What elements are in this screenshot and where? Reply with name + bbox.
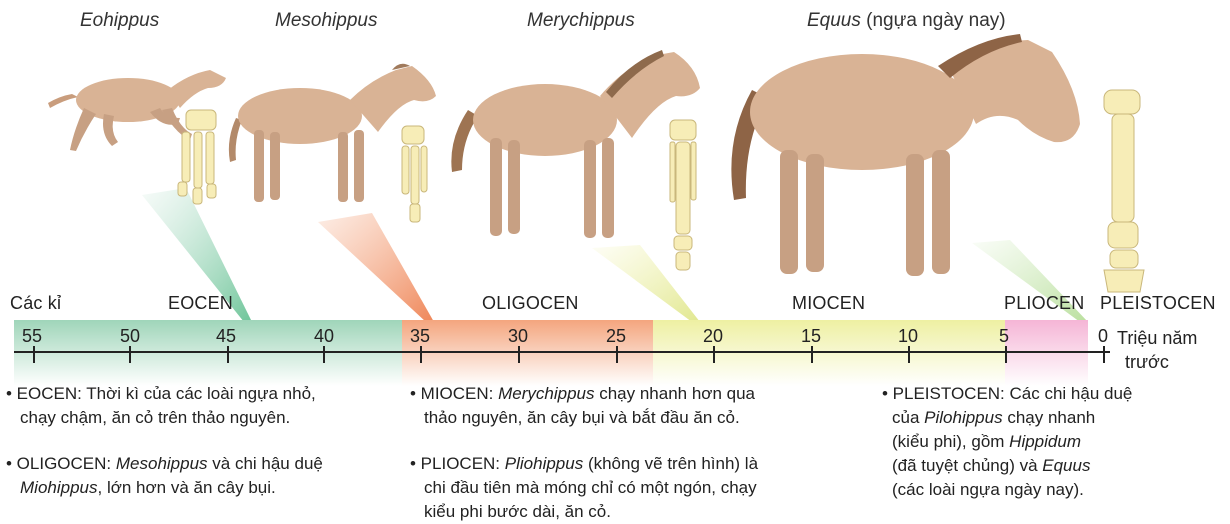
note-oligocen-line2: Miohippus, lớn hơn và ăn cây bụi.	[6, 476, 323, 500]
note-eocen-line1: • EOCEN: Thời kì của các loài ngựa nhỏ,	[6, 382, 316, 406]
note-miocen-genus: Merychippus	[498, 384, 594, 403]
note-pleistocen-line2: của Pilohippus chạy nhanh	[882, 406, 1132, 430]
note-pleistocen-line3: (kiểu phi), gồm Hippidum	[882, 430, 1132, 454]
oligocen-pointer	[318, 213, 434, 322]
tick-label-10: 10	[898, 326, 918, 347]
tick-5	[1005, 346, 1007, 363]
note-miocen: • MIOCEN: Merychippus chạy nhanh hơn qua…	[410, 382, 755, 430]
note-pliocen: • PLIOCEN: Pliohippus (không vẽ trên hìn…	[410, 452, 758, 524]
note-pleistocen-line5: (các loài ngựa ngày nay).	[882, 478, 1132, 502]
tick-label-5: 5	[999, 326, 1009, 347]
mesohippus-foot-bones	[402, 126, 427, 222]
tick-label-20: 20	[703, 326, 723, 347]
era-label-eocen: EOCEN	[168, 293, 233, 314]
note-oligocen-prefix: • OLIGOCEN:	[6, 454, 116, 473]
equus-foot-bones	[1104, 90, 1144, 292]
axis-unit-label: Triệu năm trước	[1117, 326, 1197, 374]
tick-label-15: 15	[801, 326, 821, 347]
note-pleistocen-line4: (đã tuyệt chủng) và Equus	[882, 454, 1132, 478]
tick-label-50: 50	[120, 326, 140, 347]
band-eocen	[14, 320, 402, 386]
tick-15	[811, 346, 813, 363]
tick-10	[908, 346, 910, 363]
tick-50	[129, 346, 131, 363]
note-oligocen: • OLIGOCEN: Mesohippus và chi hậu duệ Mi…	[6, 452, 323, 500]
note-pliocen-suffix: (không vẽ trên hình) là	[583, 454, 758, 473]
tick-25	[616, 346, 618, 363]
note-pliocen-line1: • PLIOCEN: Pliohippus (không vẽ trên hìn…	[410, 452, 758, 476]
note-miocen-prefix: • MIOCEN:	[410, 384, 498, 403]
note-eocen: • EOCEN: Thời kì của các loài ngựa nhỏ, …	[6, 382, 316, 430]
tick-label-0: 0	[1098, 326, 1108, 347]
merychippus-illustration	[451, 50, 700, 238]
note-oligocen-line1: • OLIGOCEN: Mesohippus và chi hậu duệ	[6, 452, 323, 476]
era-label-oligocen: OLIGOCEN	[482, 293, 579, 314]
equus-illustration	[731, 34, 1080, 276]
tick-30	[518, 346, 520, 363]
note-pliocen-prefix: • PLIOCEN:	[410, 454, 505, 473]
tick-label-30: 30	[508, 326, 528, 347]
note-oligocen-genus2: Miohippus	[20, 478, 98, 497]
eohippus-foot-bones	[178, 110, 216, 204]
era-label-miocen: MIOCEN	[792, 293, 865, 314]
tick-20	[713, 346, 715, 363]
band-pliocen	[1005, 320, 1088, 386]
note-oligocen-middle: và chi hậu duệ	[208, 454, 323, 473]
merychippus-foot-bones	[670, 120, 696, 270]
note-eocen-line2: chạy chậm, ăn cỏ trên thảo nguyên.	[6, 406, 316, 430]
note-pleistocen-line2-suffix: chạy nhanh	[1003, 408, 1096, 427]
tick-label-35: 35	[410, 326, 430, 347]
note-oligocen-genus1: Mesohippus	[116, 454, 208, 473]
tick-label-40: 40	[314, 326, 334, 347]
unit-line-1: Triệu năm	[1117, 326, 1197, 350]
note-pleistocen-line4-prefix: (đã tuyệt chủng) và	[892, 456, 1042, 475]
cac-ki-label: Các kỉ	[10, 293, 61, 314]
note-pliocen-line3: kiểu phi bước dài, ăn cỏ.	[410, 500, 758, 524]
note-pleistocen-line3-prefix: (kiểu phi), gồm	[892, 432, 1009, 451]
note-miocen-line1: • MIOCEN: Merychippus chạy nhanh hơn qua	[410, 382, 755, 406]
timeline-axis	[14, 351, 1110, 353]
note-oligocen-suffix: , lớn hơn và ăn cây bụi.	[98, 478, 276, 497]
tick-label-45: 45	[216, 326, 236, 347]
tick-45	[227, 346, 229, 363]
note-pleistocen-genus2: Hippidum	[1009, 432, 1081, 451]
tick-0	[1103, 346, 1105, 363]
era-label-pleistocen: PLEISTOCEN	[1100, 293, 1216, 314]
tick-label-25: 25	[606, 326, 626, 347]
tick-35	[420, 346, 422, 363]
note-pleistocen-line2-prefix: của	[892, 408, 924, 427]
note-pliocen-genus: Pliohippus	[505, 454, 583, 473]
era-label-pliocen: PLIOCEN	[1004, 293, 1084, 314]
tick-40	[323, 346, 325, 363]
note-pleistocen-genus1: Pilohippus	[924, 408, 1002, 427]
note-pleistocen-genus3: Equus	[1042, 456, 1090, 475]
unit-line-2: trước	[1117, 350, 1197, 374]
tick-55	[33, 346, 35, 363]
note-pleistocen: • PLEISTOCEN: Các chi hậu duệ của Pilohi…	[882, 382, 1132, 502]
note-pleistocen-line1: • PLEISTOCEN: Các chi hậu duệ	[882, 382, 1132, 406]
note-miocen-line2: thảo nguyên, ăn cây bụi và bắt đầu ăn cỏ…	[410, 406, 755, 430]
note-miocen-suffix: chạy nhanh hơn qua	[595, 384, 756, 403]
tick-label-55: 55	[22, 326, 42, 347]
note-pliocen-line2: chi đầu tiên mà móng chỉ có một ngón, ch…	[410, 476, 758, 500]
